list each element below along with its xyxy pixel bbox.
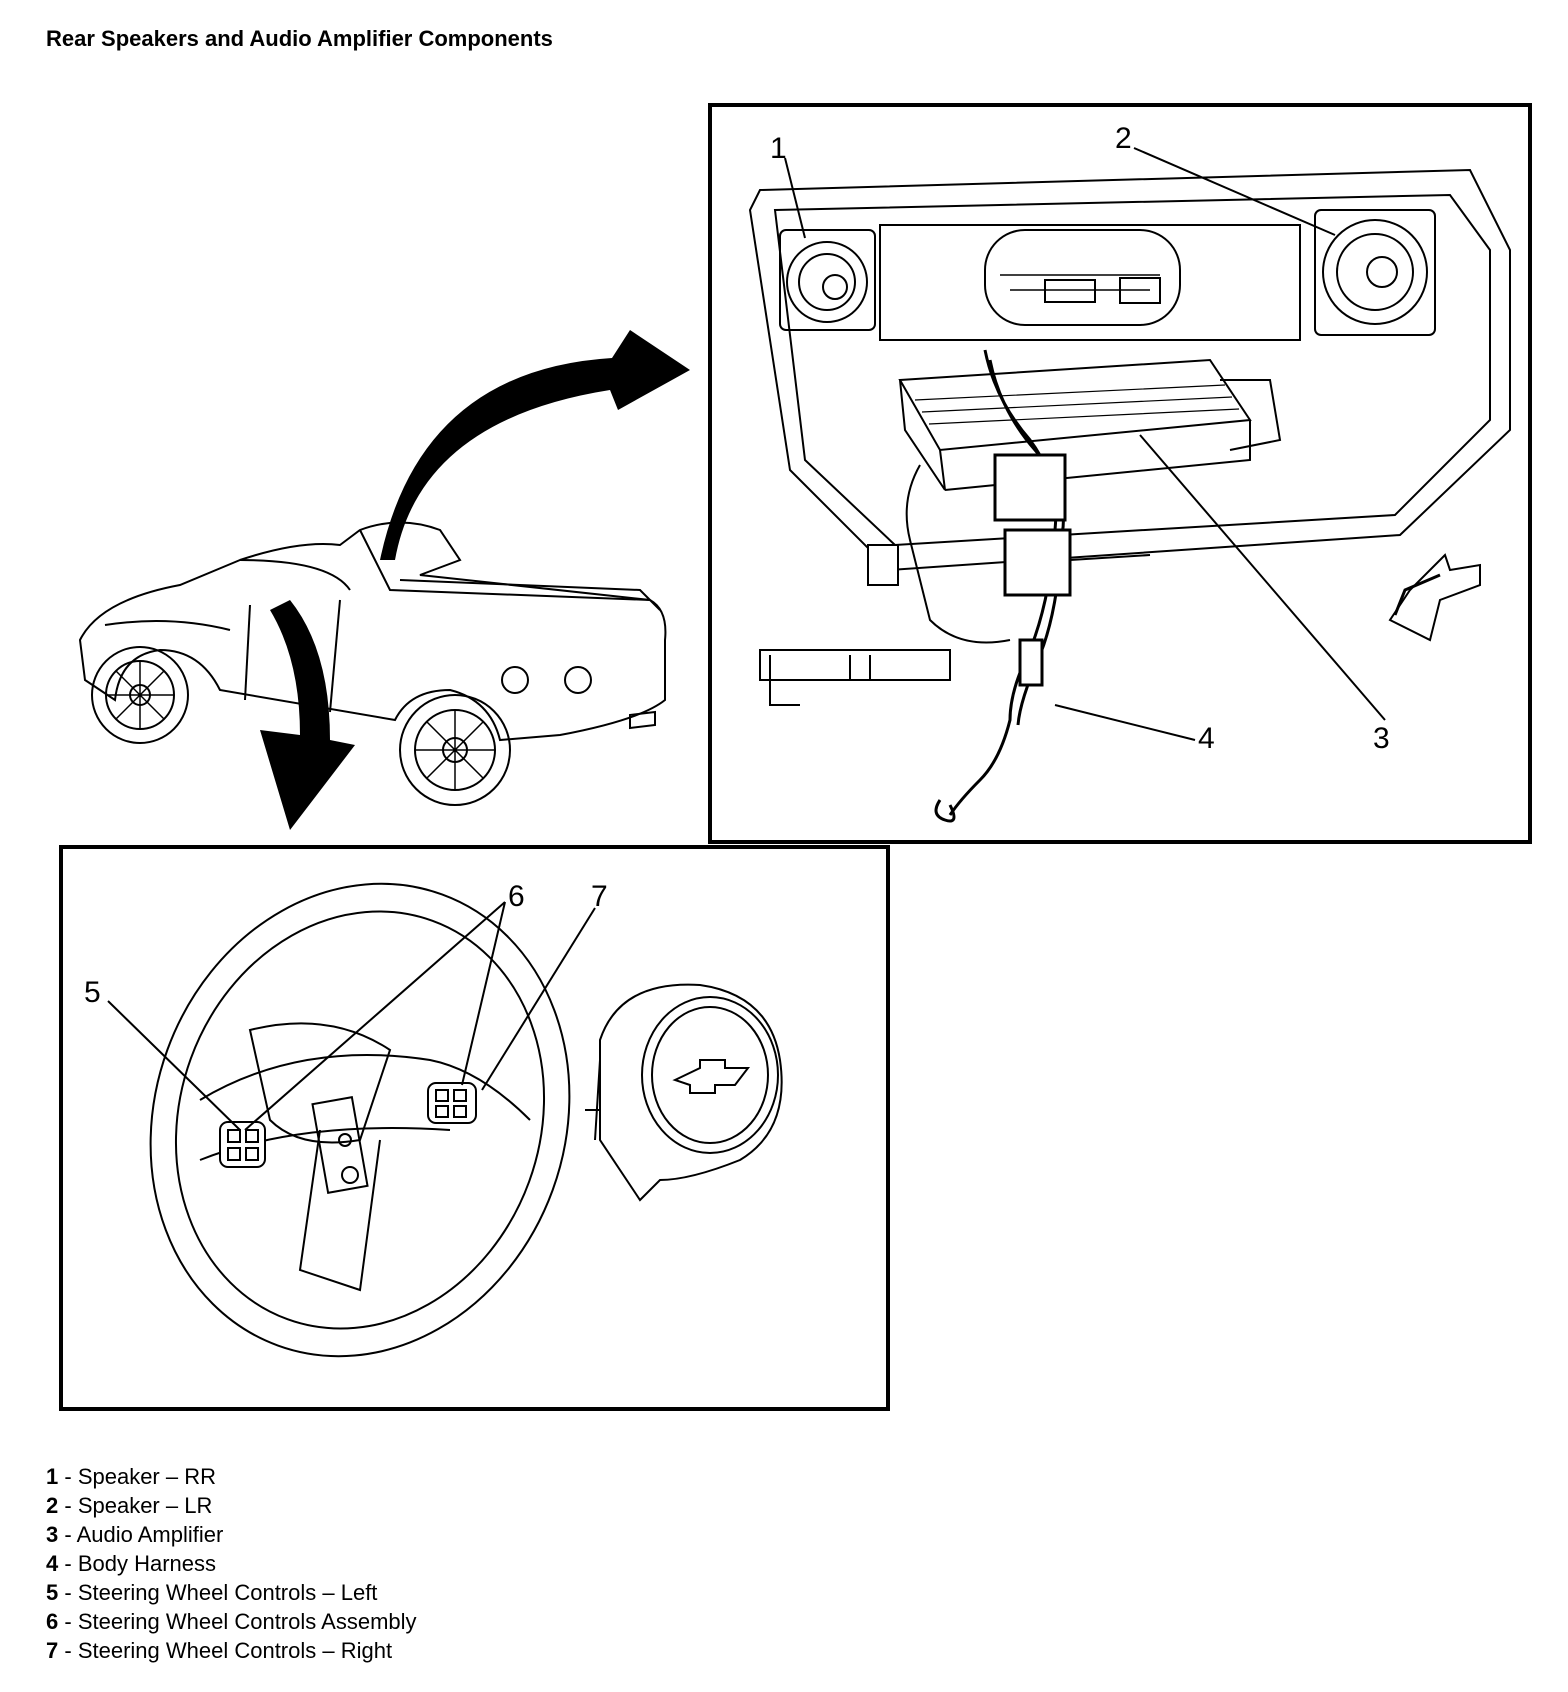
- rear-right-speaker-illustration: [779, 229, 876, 331]
- legend-number: 7: [46, 1638, 59, 1663]
- legend-label: Steering Wheel Controls – Left: [77, 1580, 378, 1605]
- truck-illustration: [78, 521, 667, 806]
- callout-7: 7: [591, 880, 608, 913]
- legend-item: 3 - Audio Amplifier: [46, 1522, 224, 1547]
- airbag-module-illustration: [585, 983, 783, 1202]
- legend-item: 6 - Steering Wheel Controls Assembly: [46, 1609, 417, 1634]
- leader-lines-upper: [784, 147, 1386, 741]
- callout-1: 1: [770, 132, 787, 165]
- arrow-icon: [260, 330, 690, 830]
- legend-number: 3: [46, 1522, 59, 1547]
- speaker-amp-panel-frame: [708, 103, 1532, 844]
- legend-number: 2: [46, 1493, 59, 1518]
- legend-number: 5: [46, 1580, 59, 1605]
- callout-6: 6: [508, 880, 525, 913]
- legend-label: Audio Amplifier: [76, 1522, 224, 1547]
- callout-2: 2: [1115, 122, 1132, 155]
- legend-label: Body Harness: [77, 1551, 216, 1576]
- diagram-title: Rear Speakers and Audio Amplifier Compon…: [46, 26, 553, 51]
- legend-number: 1: [46, 1464, 59, 1489]
- steering-wheel-panel-frame: [59, 845, 890, 1411]
- legend-item: 2 - Speaker – LR: [46, 1493, 213, 1518]
- legend-item: 5 - Steering Wheel Controls – Left: [46, 1580, 378, 1605]
- callout-5: 5: [84, 976, 101, 1009]
- legend-item: 7 - Steering Wheel Controls – Right: [46, 1638, 393, 1663]
- leader-lines-lower: [107, 901, 596, 1131]
- connector-illustration: [759, 649, 951, 706]
- callout-4: 4: [1198, 722, 1215, 755]
- callout-3: 3: [1373, 722, 1390, 755]
- legend-label: Speaker – LR: [77, 1493, 213, 1518]
- legend-number: 4: [46, 1551, 59, 1576]
- steering-wheel-right-controls-illustration: [427, 1082, 477, 1124]
- legend-item: 4 - Body Harness: [46, 1551, 216, 1576]
- left-rear-speaker-illustration: [1314, 209, 1436, 336]
- steering-wheel-left-controls-illustration: [219, 1121, 266, 1168]
- legend-number: 6: [46, 1609, 59, 1634]
- body-harness-illustration: [867, 349, 1151, 823]
- amplifier-window-illustration: [984, 229, 1181, 326]
- legend-label: Steering Wheel Controls Assembly: [77, 1609, 417, 1634]
- component-legend: 1 - Speaker – RR 2 - Speaker – LR 3 - Au…: [46, 1462, 417, 1665]
- legend-label: Steering Wheel Controls – Right: [77, 1638, 393, 1663]
- steering-wheel-illustration: [149, 882, 571, 1358]
- forward-direction-arrow-icon: [1388, 553, 1481, 642]
- legend-label: Speaker – RR: [77, 1464, 216, 1489]
- legend-item: 1 - Speaker – RR: [46, 1464, 216, 1489]
